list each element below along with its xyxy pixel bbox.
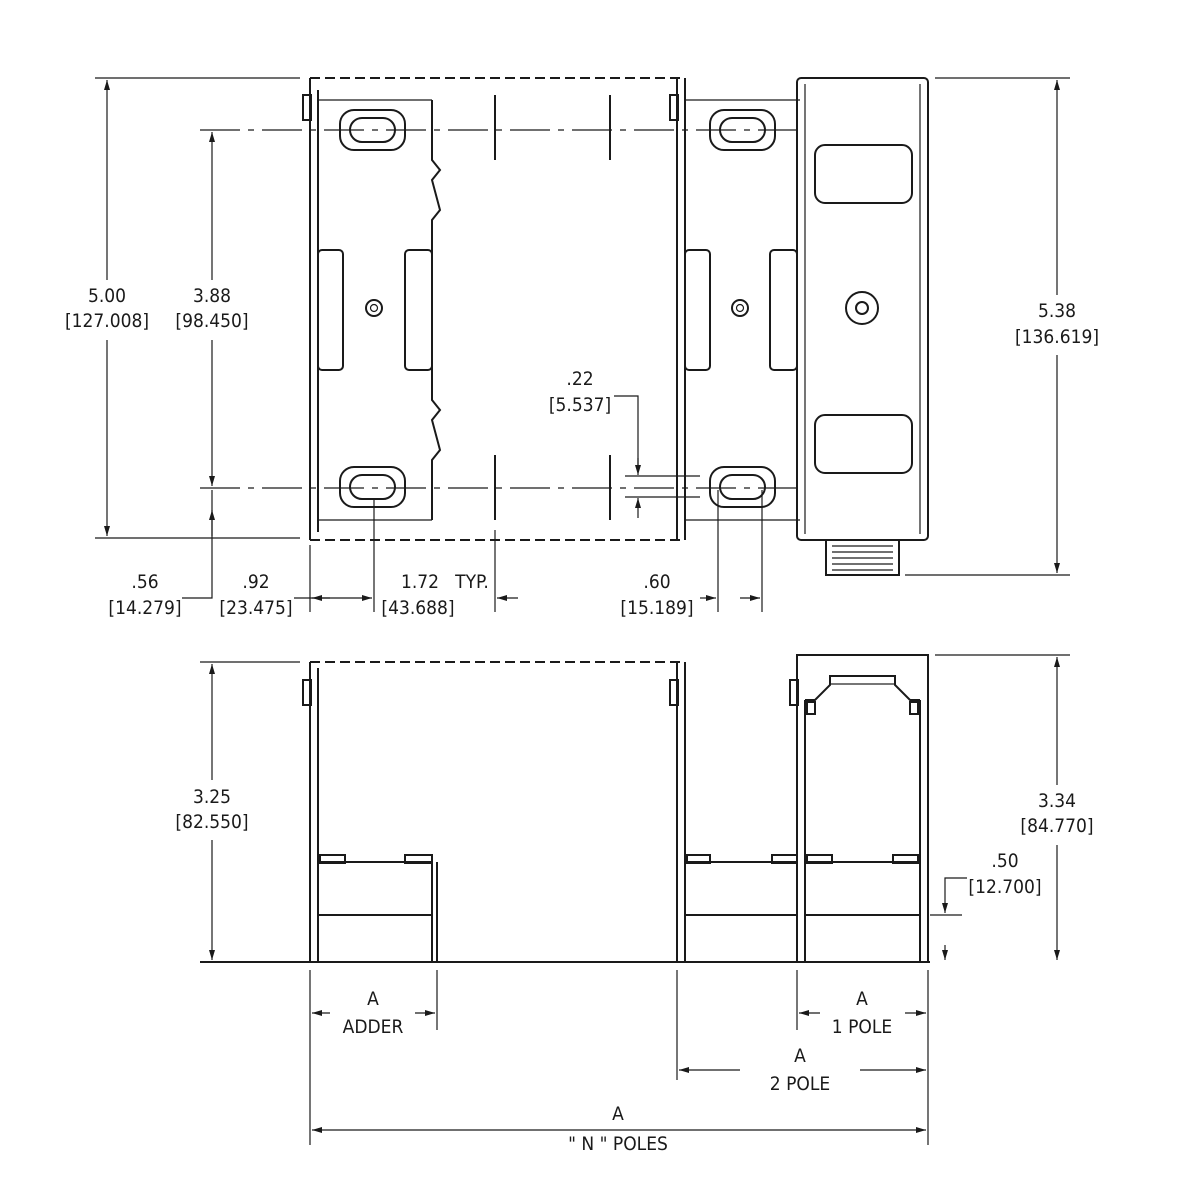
- dim-172-in: 1.72: [401, 571, 439, 593]
- dim-022-mm: [5.537]: [549, 394, 611, 416]
- dim-325-mm: [82.550]: [175, 811, 248, 833]
- dim-3-88-in: 3.88: [193, 285, 231, 307]
- top-view: 5.00 [127.008] 3.88 [98.450] .56 [14.279…: [65, 77, 1099, 619]
- dim-050-mm: [12.700]: [968, 876, 1041, 898]
- side-view: 3.25 [82.550] 3.34 [84.770] .50 [12.700]…: [175, 654, 1094, 1155]
- dim-334-mm: [84.770]: [1020, 815, 1093, 837]
- end-cap-top: [796, 77, 929, 576]
- dim-325-in: 3.25: [193, 786, 231, 808]
- dim-a-adder-label: ADDER: [343, 1016, 404, 1038]
- dim-a-npoles-label: " N " POLES: [568, 1133, 668, 1155]
- dim-a-1pole-label: 1 POLE: [832, 1016, 892, 1038]
- dim-060-in: .60: [643, 571, 670, 593]
- dim-172-mm: [43.688]: [381, 597, 454, 619]
- left-module-top: [302, 78, 442, 540]
- dim-056-mm: [14.279]: [108, 597, 181, 619]
- dim-a-npoles-letter: A: [612, 1103, 624, 1125]
- dim-092-mm: [23.475]: [219, 597, 292, 619]
- end-cap-side: [789, 654, 929, 963]
- dim-a-adder-letter: A: [367, 988, 379, 1010]
- right-module-side: [669, 662, 798, 963]
- dim-334-in: 3.34: [1038, 790, 1076, 812]
- right-module-top: [669, 78, 800, 540]
- dim-056-in: .56: [131, 571, 158, 593]
- dim-3-88-mm: [98.450]: [175, 310, 248, 332]
- dim-060-mm: [15.189]: [620, 597, 693, 619]
- dim-a-2pole-label: 2 POLE: [770, 1073, 830, 1095]
- dim-538-mm: [136.619]: [1015, 326, 1099, 348]
- dim-a-2pole-letter: A: [794, 1045, 806, 1067]
- dim-092-in: .92: [242, 571, 269, 593]
- dim-5-00-mm: [127.008]: [65, 310, 149, 332]
- dim-022-in: .22: [566, 368, 593, 390]
- dim-538-in: 5.38: [1038, 300, 1076, 322]
- dim-5-00-in: 5.00: [88, 285, 126, 307]
- left-module-side: [302, 662, 438, 963]
- dim-a-1pole-letter: A: [856, 988, 868, 1010]
- dim-050-in: .50: [991, 850, 1018, 872]
- dim-172-typ: TYP.: [454, 571, 489, 593]
